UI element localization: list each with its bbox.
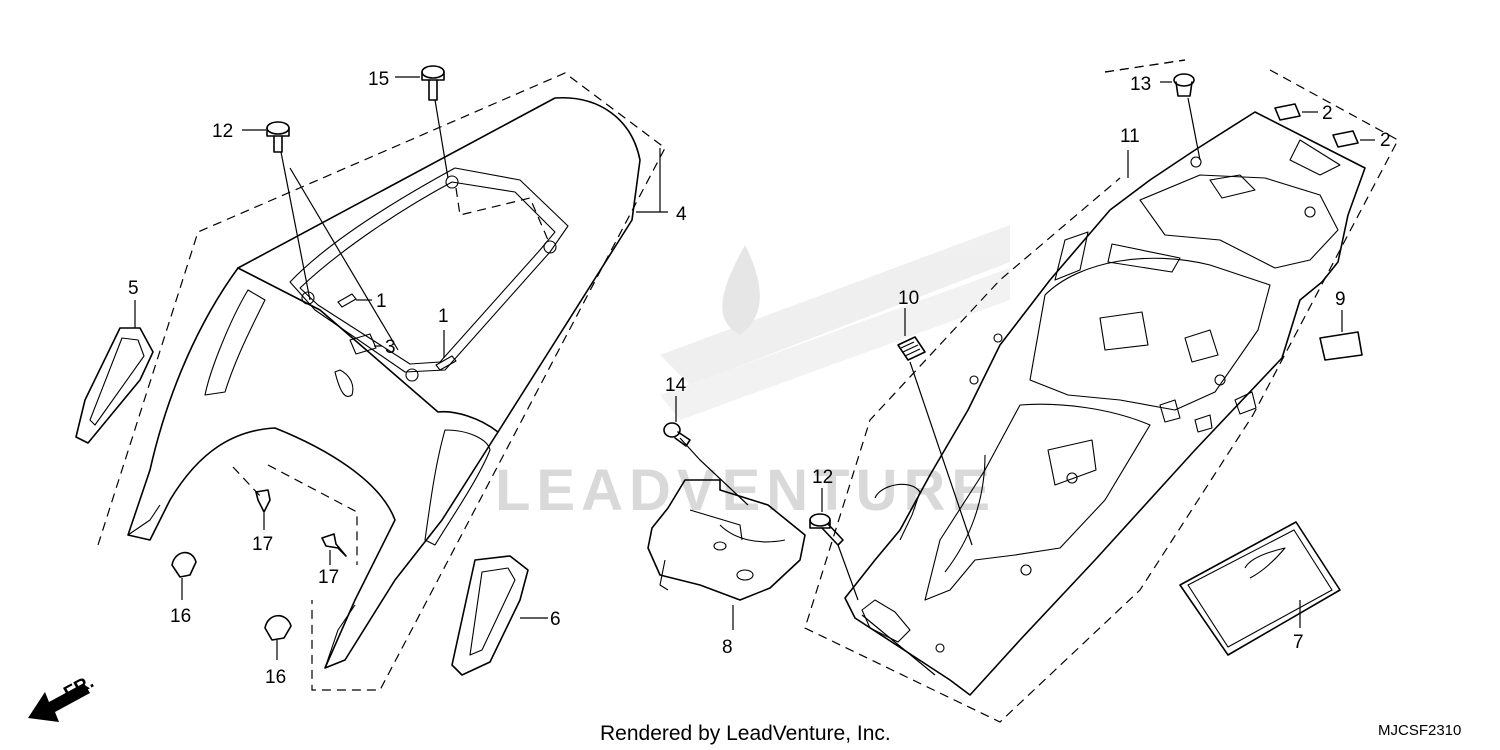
- watermark: LEADVENTURE: [495, 225, 1010, 523]
- part-2-tab-a: [1274, 103, 1301, 121]
- part-16-grommet-b: [264, 614, 292, 641]
- part-2-tab-b: [1332, 130, 1359, 148]
- callout-1-b: 1: [438, 306, 449, 327]
- part-14-bolt: [421, 65, 445, 101]
- part-1-label-b: [435, 355, 457, 371]
- callout-16-b: 16: [265, 667, 286, 688]
- part-16-grommet-a: [171, 551, 197, 578]
- part-8-rubber: [897, 336, 926, 361]
- part-17-screw-b: [321, 533, 347, 557]
- part-4-rear-cowl: [127, 97, 641, 669]
- part-12-bolt-right: [809, 513, 844, 546]
- callout-9: 11: [1120, 126, 1140, 147]
- callout-16-a: 16: [170, 606, 191, 627]
- footer-credit: Rendered by LeadVenture, Inc.: [600, 722, 891, 745]
- seat-cowl-boundary: [97, 72, 666, 691]
- callout-4: 4: [676, 204, 687, 225]
- callout-15: 14: [665, 375, 687, 396]
- flame-logo-mark: [722, 245, 760, 335]
- callout-1-a: 1: [376, 291, 387, 312]
- part-7-tool-bag: [1179, 521, 1341, 656]
- part-10-bracket: [647, 479, 806, 601]
- callout-13: 13: [1130, 74, 1151, 95]
- part-3-label: [349, 333, 377, 355]
- callout-17-b: 17: [318, 567, 339, 588]
- dot-pattern: [660, 225, 1010, 420]
- callout-5: 5: [128, 278, 139, 299]
- callout-11: 9: [1335, 289, 1346, 310]
- part-9-rear-fender: [844, 111, 1366, 696]
- diagram-code: MJCSF2310: [1378, 722, 1461, 739]
- seat-cowl-group: [75, 65, 668, 691]
- part-17-screw-a: [255, 489, 271, 513]
- part-11-pad: [1319, 331, 1363, 361]
- callout-14: 15: [368, 69, 389, 90]
- part-15-screw: [663, 422, 691, 447]
- callout-2-a: 2: [1322, 103, 1333, 124]
- rear-fender-group: [647, 59, 1399, 723]
- callout-8: 10: [898, 288, 919, 309]
- part-12-bolt-left: [266, 121, 290, 153]
- callout-6: 6: [550, 609, 561, 630]
- callout-12-right: 12: [812, 467, 833, 488]
- part-6-side-cover: [451, 555, 529, 676]
- callout-10: 8: [722, 637, 733, 658]
- callout-7: 7: [1293, 632, 1304, 653]
- callout-17-a: 17: [252, 534, 273, 555]
- callout-labels: 15 12 4 5 1 1 3 17 17 16 16 6 13 2 2 11 …: [128, 69, 1391, 688]
- front-direction-arrow: FR.: [28, 672, 97, 722]
- harness-wire: [874, 483, 921, 541]
- callout-3: 3: [385, 337, 396, 358]
- watermark-text: LEADVENTURE: [495, 458, 996, 523]
- callout-12-left: 12: [212, 121, 233, 142]
- part-5-side-cover: [75, 327, 154, 444]
- rear-fender-boundary: [804, 59, 1399, 723]
- part-13-grommet: [1173, 73, 1195, 97]
- part-1-label-a: [337, 293, 357, 308]
- callout-2-b: 2: [1380, 130, 1391, 151]
